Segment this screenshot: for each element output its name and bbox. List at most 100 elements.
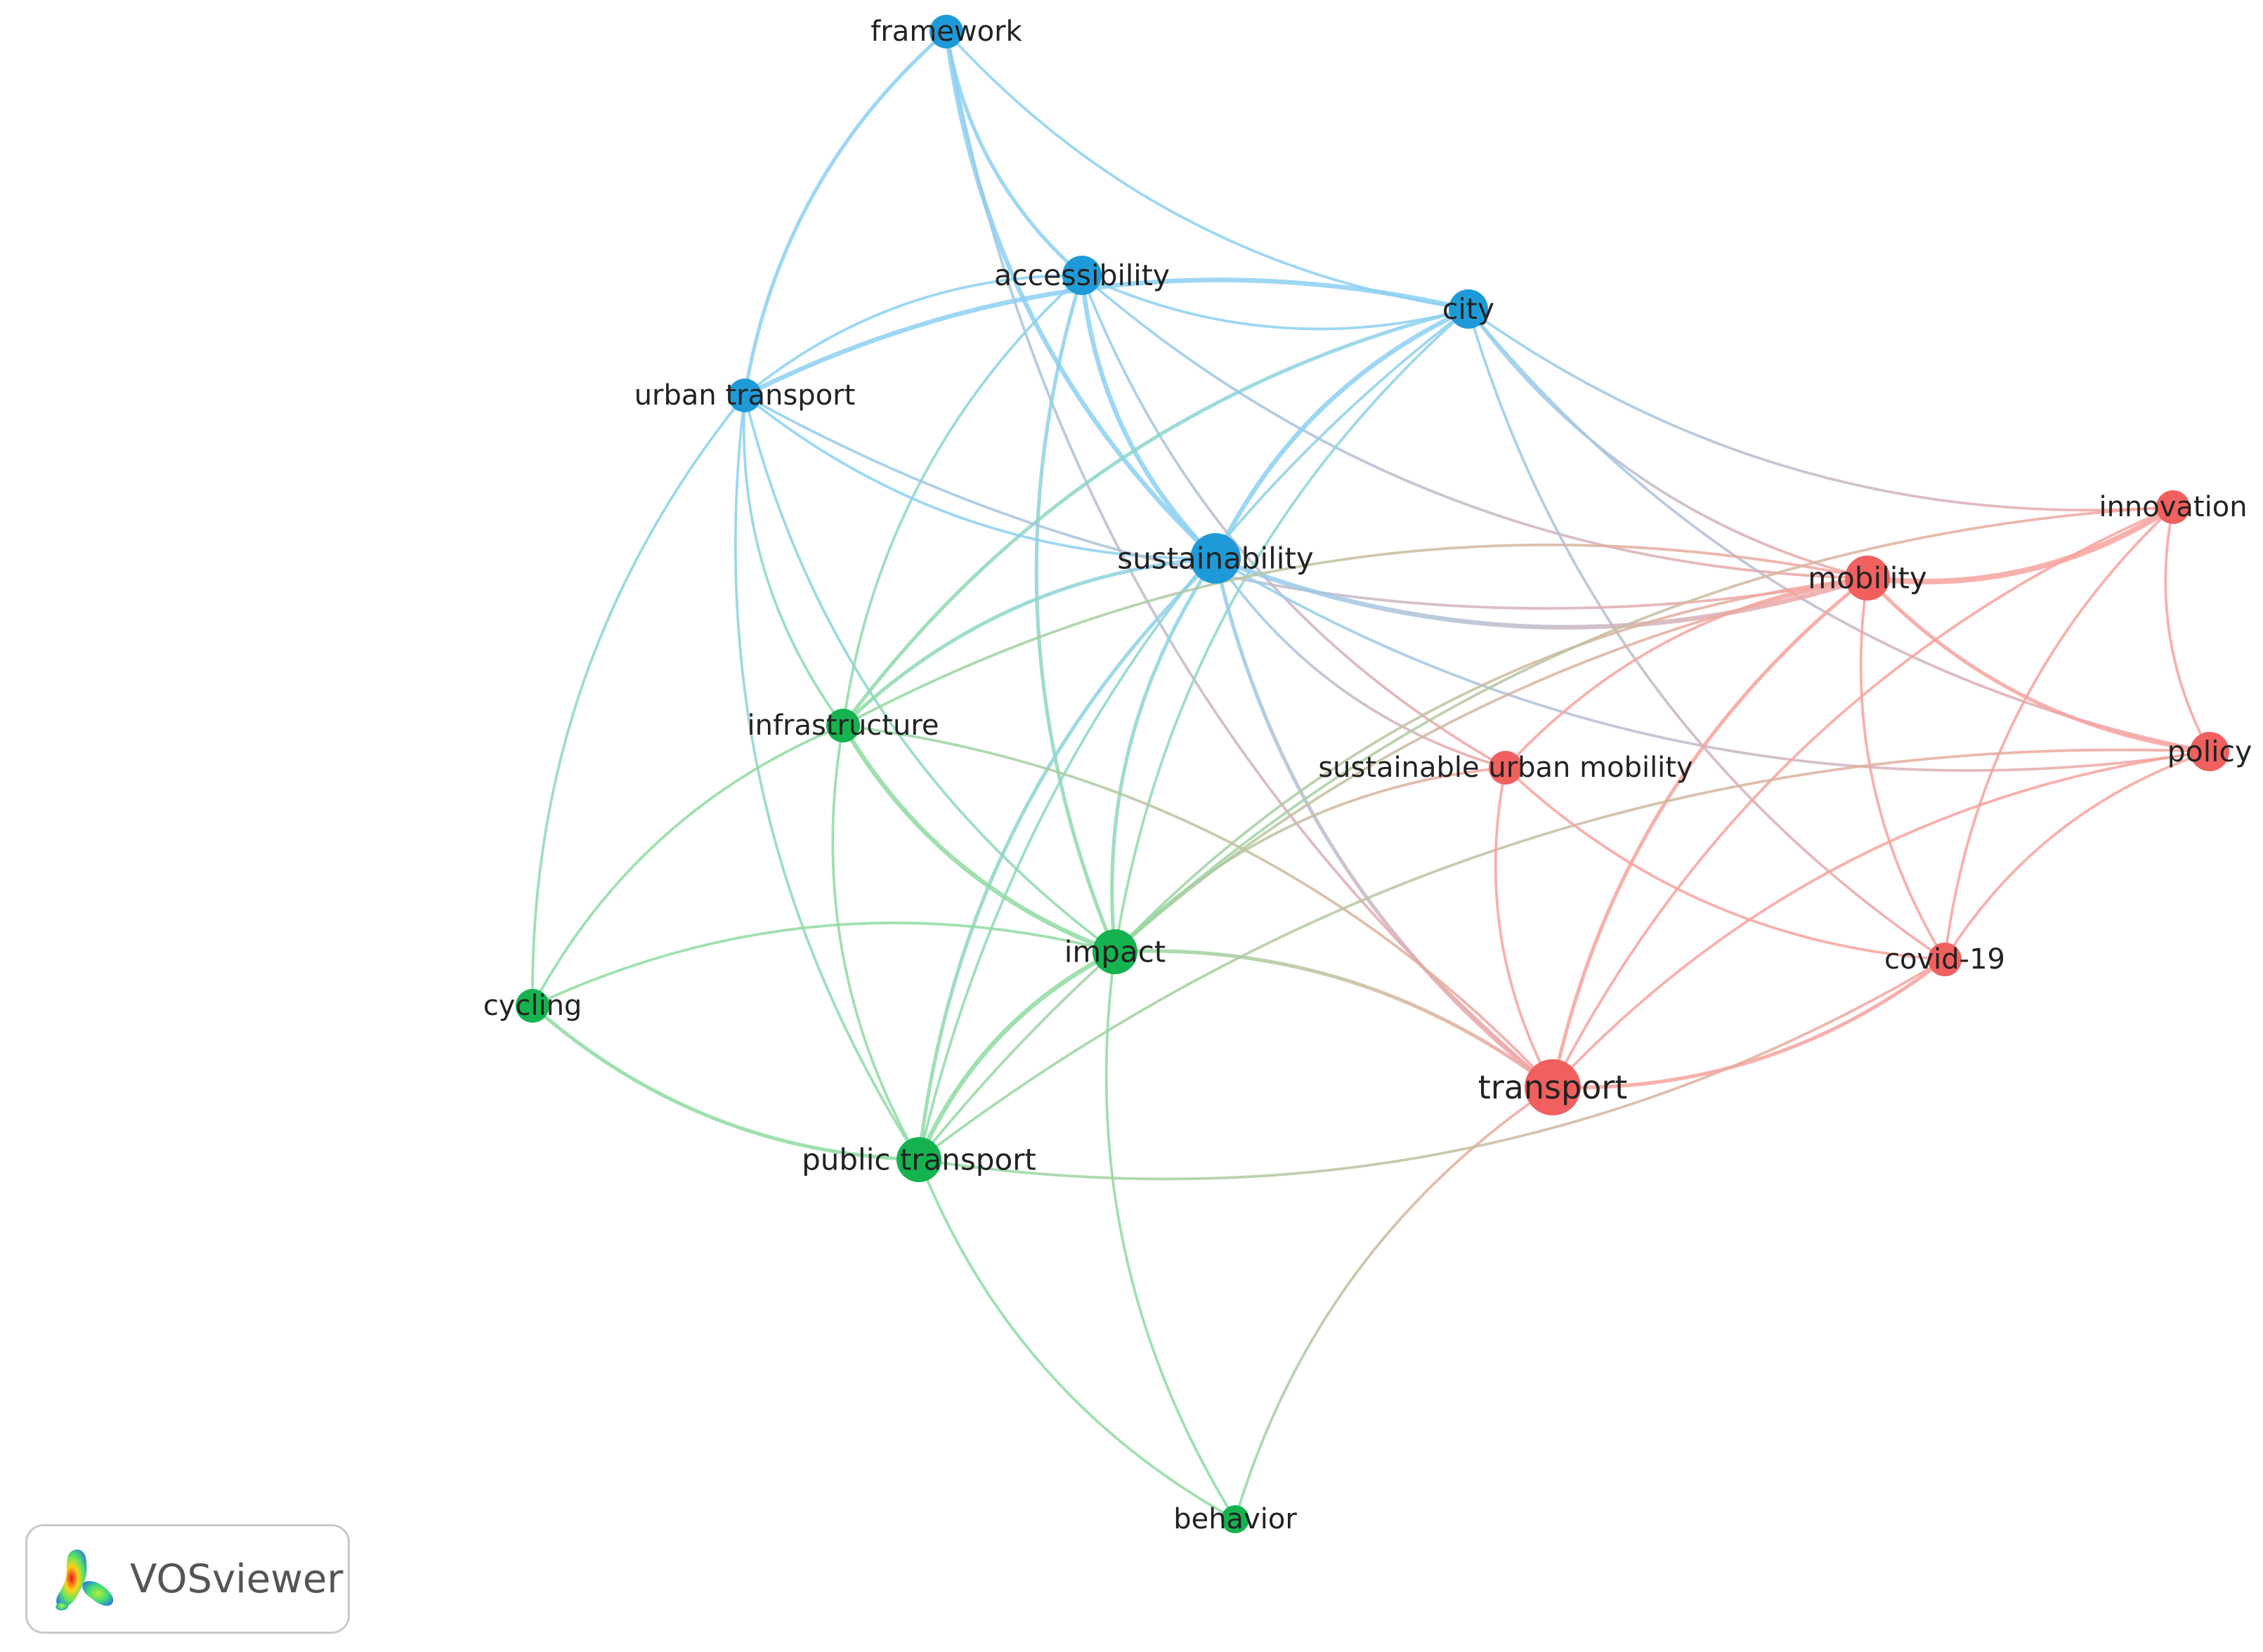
link-infrastructure-cycling bbox=[531, 724, 844, 1007]
link-sustainable-urban-mobility-impact bbox=[1114, 766, 1507, 953]
node-covid-19[interactable] bbox=[1928, 943, 1962, 976]
link-sustainability-infrastructure bbox=[841, 556, 1218, 728]
node-mobility[interactable] bbox=[1845, 556, 1890, 601]
link-urban-transport-sustainability bbox=[743, 394, 1217, 560]
node-sustainability[interactable] bbox=[1190, 533, 1241, 584]
link-mobility-covid-19 bbox=[1859, 577, 1946, 961]
link-impact-behavior bbox=[1104, 950, 1237, 1521]
nodes-layer bbox=[516, 15, 2229, 1533]
label-sustainable-urban-mobility: sustainable urban mobility bbox=[1318, 752, 1693, 784]
node-behavior[interactable] bbox=[1221, 1505, 1249, 1533]
label-policy: policy bbox=[2167, 735, 2252, 768]
label-innovation: innovation bbox=[2099, 491, 2247, 523]
vosviewer-logo-icon bbox=[56, 1549, 114, 1611]
node-infrastructure[interactable] bbox=[826, 709, 860, 742]
link-framework-sustainability bbox=[944, 29, 1218, 561]
link-accessibility-infrastructure bbox=[842, 274, 1083, 727]
label-covid-19: covid-19 bbox=[1884, 943, 2005, 976]
link-city-impact bbox=[1114, 308, 1470, 953]
link-transport-covid-19 bbox=[1551, 957, 1947, 1090]
label-public-transport: public transport bbox=[802, 1143, 1036, 1177]
link-sustainable-urban-mobility-covid-19 bbox=[1504, 766, 1946, 961]
link-policy-public-transport bbox=[918, 748, 2211, 1161]
link-framework-urban-transport bbox=[743, 29, 948, 398]
label-cycling: cycling bbox=[483, 990, 582, 1022]
node-transport[interactable] bbox=[1525, 1059, 1581, 1115]
link-accessibility-city bbox=[1081, 274, 1470, 331]
links-layer bbox=[530, 29, 2212, 1521]
label-accessibility: accessibility bbox=[994, 258, 1170, 292]
link-mobility-transport bbox=[1551, 576, 1870, 1089]
link-cycling-public-transport bbox=[530, 1004, 921, 1162]
link-impact-cycling bbox=[531, 922, 1116, 1007]
node-accessibility[interactable] bbox=[1062, 256, 1102, 295]
link-impact-public-transport bbox=[916, 949, 1118, 1162]
node-framework[interactable] bbox=[930, 15, 963, 48]
labels-layer: framework accessibility city urban transpor… bbox=[483, 15, 2252, 1535]
link-city-sustainability bbox=[1213, 306, 1471, 561]
link-accessibility-mobility bbox=[1081, 274, 1869, 579]
link-accessibility-urban-transport bbox=[743, 274, 1083, 397]
link-mobility-impact bbox=[1114, 577, 1869, 953]
link-accessibility-sustainability bbox=[1079, 273, 1218, 561]
link-policy-covid-19 bbox=[1943, 750, 2211, 961]
node-cycling[interactable] bbox=[516, 989, 549, 1023]
link-urban-transport-cycling bbox=[531, 394, 746, 1007]
link-transport-infrastructure bbox=[842, 724, 1554, 1089]
link-urban-transport-public-transport bbox=[733, 394, 920, 1161]
link-innovation-policy bbox=[2164, 506, 2211, 753]
link-city-public-transport bbox=[918, 308, 1470, 1161]
link-infrastructure-public-transport bbox=[831, 724, 920, 1161]
link-sustainability-public-transport bbox=[917, 556, 1218, 1162]
vosviewer-wordmark: VOSviewer bbox=[130, 1556, 344, 1602]
link-city-innovation bbox=[1467, 308, 2174, 512]
link-city-infrastructure bbox=[841, 307, 1470, 728]
node-policy[interactable] bbox=[2190, 732, 2229, 771]
label-impact: impact bbox=[1064, 935, 1166, 969]
link-innovation-covid-19 bbox=[1943, 506, 2174, 961]
link-sustainability-policy bbox=[1214, 557, 2211, 772]
link-city-mobility bbox=[1467, 308, 1869, 579]
link-urban-transport-impact bbox=[743, 394, 1116, 953]
label-urban-transport: urban transport bbox=[634, 379, 856, 412]
link-sustainability-transport bbox=[1213, 556, 1555, 1089]
label-transport: transport bbox=[1478, 1068, 1628, 1106]
link-accessibility-impact bbox=[1034, 273, 1117, 954]
link-mobility-public-transport bbox=[918, 577, 1869, 1161]
link-city-covid-19 bbox=[1467, 308, 1946, 961]
link-innovation-impact bbox=[1114, 506, 2174, 953]
link-public-transport-behavior bbox=[918, 1158, 1237, 1521]
label-infrastructure: infrastructure bbox=[747, 709, 939, 742]
link-mobility-innovation bbox=[1865, 504, 2176, 584]
link-sustainability-mobility bbox=[1213, 556, 1870, 630]
label-framework: framework bbox=[870, 15, 1022, 48]
link-sustainability-sustainable-urban-mobility bbox=[1214, 557, 1507, 769]
node-city[interactable] bbox=[1449, 289, 1488, 329]
link-mobility-sustainable-urban-mobility bbox=[1504, 577, 1869, 769]
link-framework-accessibility bbox=[944, 29, 1084, 277]
link-urban-transport-infrastructure bbox=[742, 394, 844, 727]
link-mobility-infrastructure bbox=[842, 543, 1869, 727]
link-sustainable-urban-mobility-transport bbox=[1494, 766, 1554, 1089]
link-infrastructure-impact bbox=[840, 723, 1118, 955]
node-urban-transport[interactable] bbox=[728, 379, 762, 412]
link-transport-behavior bbox=[1234, 1086, 1554, 1521]
link-public-transport-covid-19 bbox=[918, 958, 1946, 1181]
link-city-urban-transport bbox=[742, 277, 1471, 398]
node-impact[interactable] bbox=[1093, 929, 1137, 974]
link-city-policy bbox=[1467, 308, 2211, 753]
link-mobility-policy bbox=[1865, 576, 2212, 754]
vosviewer-badge: VOSviewer bbox=[25, 1524, 350, 1634]
node-public-transport[interactable] bbox=[896, 1137, 941, 1182]
label-sustainability: sustainability bbox=[1117, 542, 1314, 576]
label-city: city bbox=[1442, 292, 1494, 326]
node-innovation[interactable] bbox=[2156, 490, 2190, 524]
link-transport-impact bbox=[1113, 949, 1555, 1089]
label-mobility: mobility bbox=[1808, 561, 1927, 596]
link-policy-transport bbox=[1551, 750, 2211, 1089]
link-innovation-transport bbox=[1551, 506, 2174, 1089]
link-sustainability-impact bbox=[1110, 556, 1218, 954]
node-sustainable-urban-mobility[interactable] bbox=[1489, 751, 1522, 785]
label-behavior: behavior bbox=[1173, 1503, 1297, 1535]
